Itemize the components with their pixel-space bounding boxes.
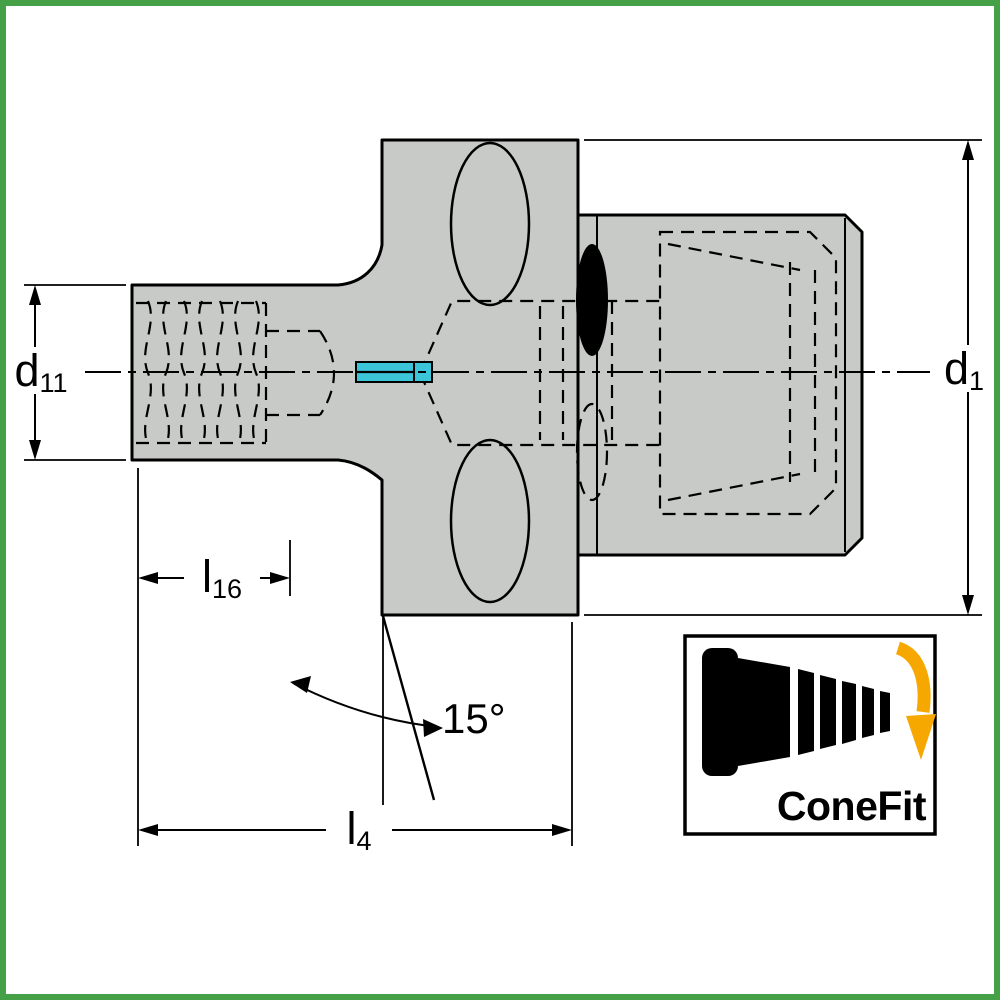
conefit-logo bbox=[683, 634, 937, 836]
conefit-label: ConeFit bbox=[776, 783, 927, 829]
angle-annotation bbox=[290, 615, 443, 846]
angle-label: 15° bbox=[442, 695, 506, 742]
dim-label-d11-sub: 11 bbox=[39, 367, 68, 398]
rotation-arrow-icon bbox=[895, 641, 936, 760]
dim-label-l4-sub: 4 bbox=[356, 825, 372, 856]
drive-slot-bottom bbox=[449, 438, 531, 604]
dim-label-l16-base: l bbox=[201, 551, 212, 602]
tool-body bbox=[130, 138, 864, 617]
cone-icon bbox=[702, 648, 890, 776]
dim-label-d1-sub: 1 bbox=[969, 365, 985, 396]
dim-d11 bbox=[24, 284, 126, 461]
drive-slots bbox=[449, 141, 531, 604]
dim-label-d1-base: d bbox=[943, 343, 969, 394]
dim-label-d11-base: d bbox=[14, 345, 40, 396]
dim-label-l16-sub: 16 bbox=[211, 573, 243, 604]
tool-body-right-cylinder bbox=[576, 213, 864, 557]
drive-slot-top bbox=[449, 141, 531, 307]
dim-label-l4-base: l bbox=[346, 803, 357, 854]
